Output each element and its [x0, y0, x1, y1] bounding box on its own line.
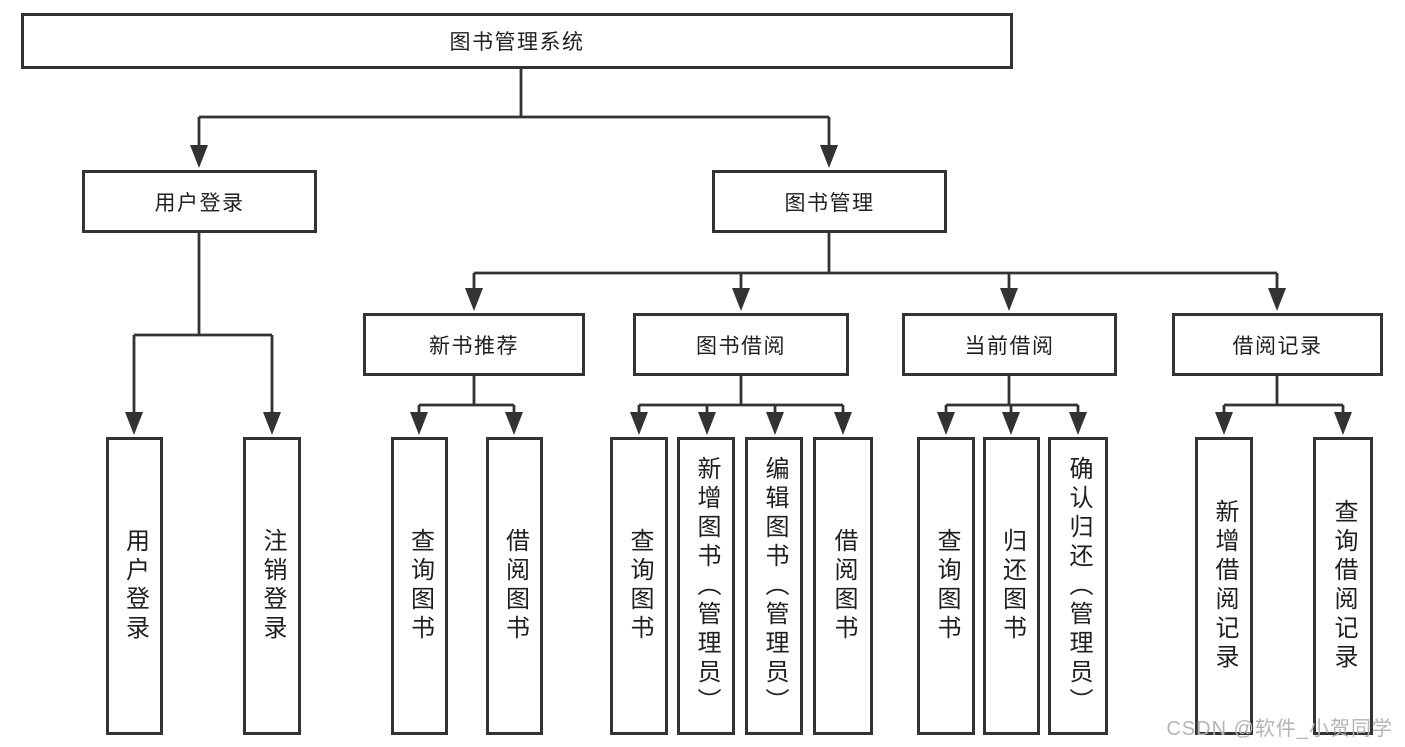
- node-login-logout: 注销登录: [243, 437, 301, 735]
- node-current-confirm-return-admin: 确认归还（管理员）: [1048, 437, 1108, 735]
- node-borrow-edit-book-admin: 编辑图书（管理员）: [745, 437, 803, 735]
- node-borrow-lend-book: 借阅图书: [813, 437, 873, 735]
- node-current-query-book: 查询图书: [917, 437, 975, 735]
- node-recommend-query-book: 查询图书: [391, 437, 448, 735]
- arrowhead-paths: [125, 145, 1352, 435]
- node-current-borrow: 当前借阅: [902, 313, 1117, 376]
- node-login-user: 用户登录: [106, 437, 163, 735]
- node-user-login-group: 用户登录: [82, 170, 317, 233]
- node-borrow-add-book-admin: 新增图书（管理员）: [677, 437, 735, 735]
- node-recommend-borrow-book: 借阅图书: [486, 437, 543, 735]
- node-current-return-book: 归还图书: [983, 437, 1040, 735]
- node-system-root: 图书管理系统: [21, 13, 1013, 69]
- watermark: CSDN @软件_小贺同学: [1166, 718, 1393, 740]
- node-new-book-recommend: 新书推荐: [363, 313, 585, 376]
- connector-line-paths: [132, 69, 1345, 414]
- node-book-management: 图书管理: [712, 170, 947, 233]
- node-records-add-record: 新增借阅记录: [1195, 437, 1253, 735]
- node-borrow-query-book: 查询图书: [610, 437, 668, 735]
- node-book-borrow: 图书借阅: [633, 313, 849, 376]
- node-records-query-record: 查询借阅记录: [1313, 437, 1373, 735]
- node-borrow-records: 借阅记录: [1172, 313, 1383, 376]
